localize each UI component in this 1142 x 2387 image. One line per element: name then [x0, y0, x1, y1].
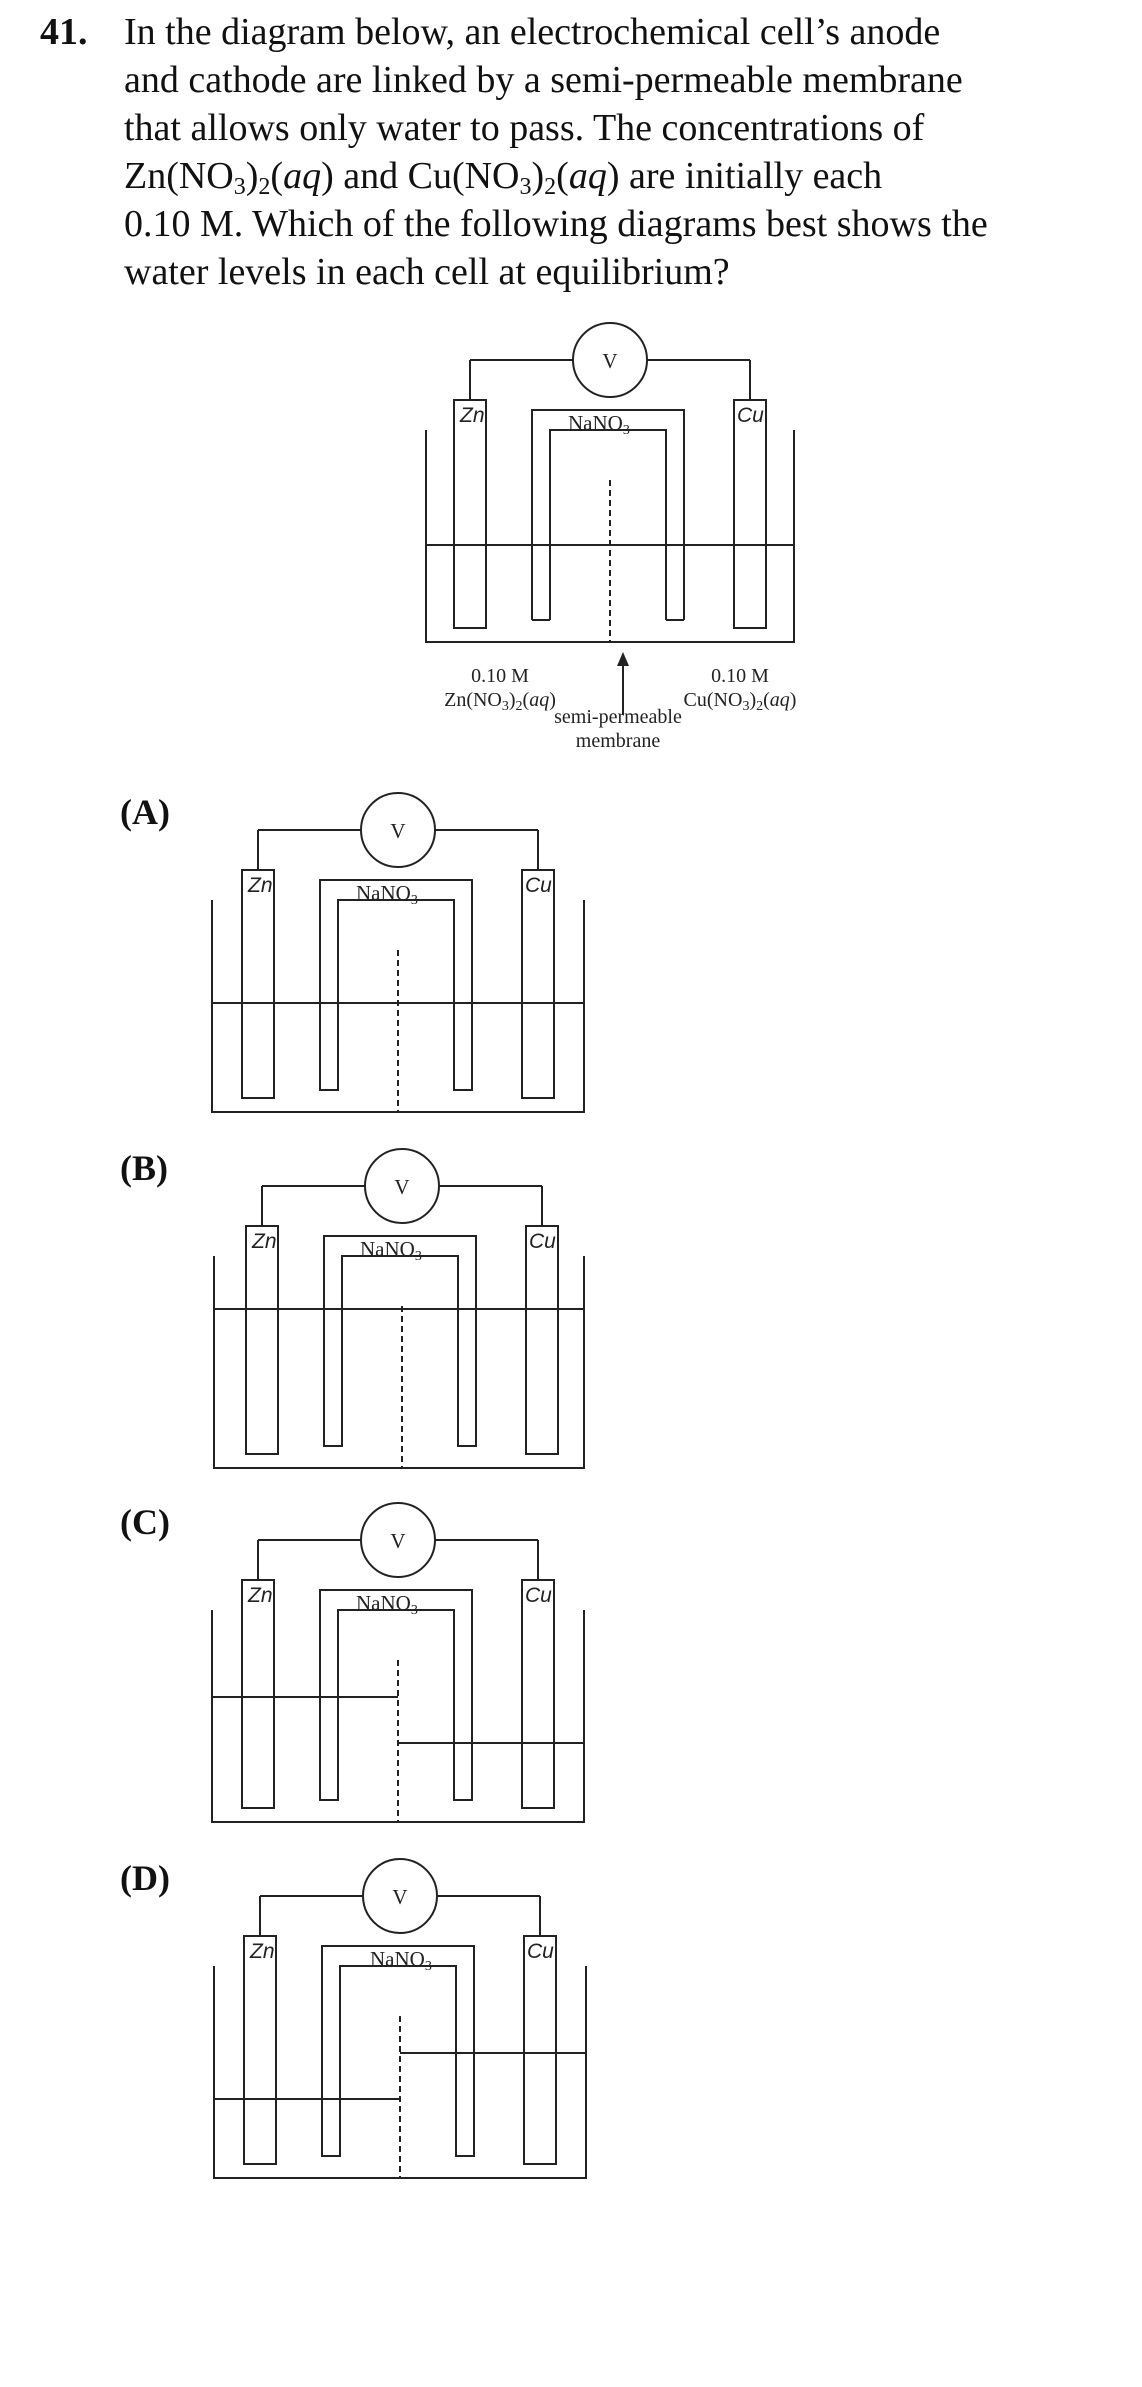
membrane-arrow-head: [617, 652, 629, 666]
left-solution: Zn(NO3)2(aq): [444, 689, 556, 714]
zn-electrode: [241, 1579, 275, 1809]
question-line-1: In the diagram below, an electrochemical…: [124, 11, 941, 53]
cu-label: Cu: [737, 404, 764, 427]
zn-nitrate-text: Zn(NO: [124, 155, 234, 197]
membrane-label-1: semi-permeable: [554, 706, 682, 728]
salt-bridge-inner: [549, 429, 667, 620]
svg-text:Zn: Zn: [247, 1584, 273, 1607]
svg-text:Cu: Cu: [525, 874, 552, 897]
question-line-3: that allows only water to pass. The conc…: [124, 107, 925, 149]
left-concentration: 0.10 M: [471, 665, 529, 687]
question-text: In the diagram below, an electrochemical…: [124, 8, 1114, 296]
right-concentration: 0.10 M: [711, 665, 769, 687]
question-number: 41.: [40, 11, 88, 53]
beaker: [213, 1256, 585, 1469]
zn-electrode: [243, 1935, 277, 2165]
voltmeter-label: V: [602, 349, 617, 373]
zn-electrode: [241, 869, 275, 1099]
svg-text:V: V: [394, 1175, 409, 1199]
svg-text:Zn: Zn: [249, 1940, 275, 1963]
zn-electrode: [453, 399, 487, 629]
svg-text:V: V: [392, 1885, 407, 1909]
option-b-diagram[interactable]: V Zn Cu NaNO3: [212, 1146, 612, 1476]
cu-electrode: [523, 1935, 557, 2165]
option-c-diagram[interactable]: V Zn Cu NaNO3: [208, 1500, 608, 1830]
svg-text:V: V: [390, 1529, 405, 1553]
option-c-letter: (C): [120, 1502, 170, 1542]
option-d-letter: (D): [120, 1858, 170, 1898]
question-line-6: water levels in each cell at equilibrium…: [124, 251, 730, 293]
question-line-4: Zn(NO3)2(aq) and Cu(NO3)2(aq) are initia…: [124, 155, 883, 200]
option-a-diagram[interactable]: V Zn Cu NaNO3: [208, 790, 608, 1120]
option-a-letter: (A): [120, 792, 170, 832]
svg-text:NaNO3: NaNO3: [356, 1591, 418, 1618]
membrane-label-2: membrane: [576, 730, 661, 752]
right-solution: Cu(NO3)2(aq): [684, 689, 797, 714]
salt-bridge-label: NaNO3: [568, 411, 630, 438]
svg-text:NaNO3: NaNO3: [360, 1237, 422, 1264]
question-line-5: 0.10 M. Which of the following diagrams …: [124, 203, 988, 245]
option-b-letter: (B): [120, 1148, 168, 1188]
cu-electrode: [521, 1579, 555, 1809]
zn-label: Zn: [459, 404, 485, 427]
svg-text:NaNO3: NaNO3: [370, 1947, 432, 1974]
svg-text:V: V: [390, 819, 405, 843]
salt-bridge-outer: [531, 409, 685, 620]
svg-text:Zn: Zn: [247, 874, 273, 897]
svg-text:Cu: Cu: [525, 1584, 552, 1607]
cu-electrode: [525, 1225, 559, 1455]
cu-nitrate-text: and Cu(NO: [343, 155, 520, 197]
zn-electrode: [245, 1225, 279, 1455]
question-line-2: and cathode are linked by a semi-permeab…: [124, 59, 963, 101]
option-d-diagram[interactable]: V Zn Cu NaNO3: [210, 1856, 610, 2186]
svg-text:Zn: Zn: [251, 1230, 277, 1253]
svg-text:Cu: Cu: [527, 1940, 554, 1963]
cu-electrode: [733, 399, 767, 629]
main-diagram: V Zn Cu NaNO3 0.10 M Zn(NO3)2(aq) 0.10 M…: [425, 322, 797, 752]
svg-text:NaNO3: NaNO3: [356, 881, 418, 908]
svg-text:Cu: Cu: [529, 1230, 556, 1253]
cu-electrode: [521, 869, 555, 1099]
